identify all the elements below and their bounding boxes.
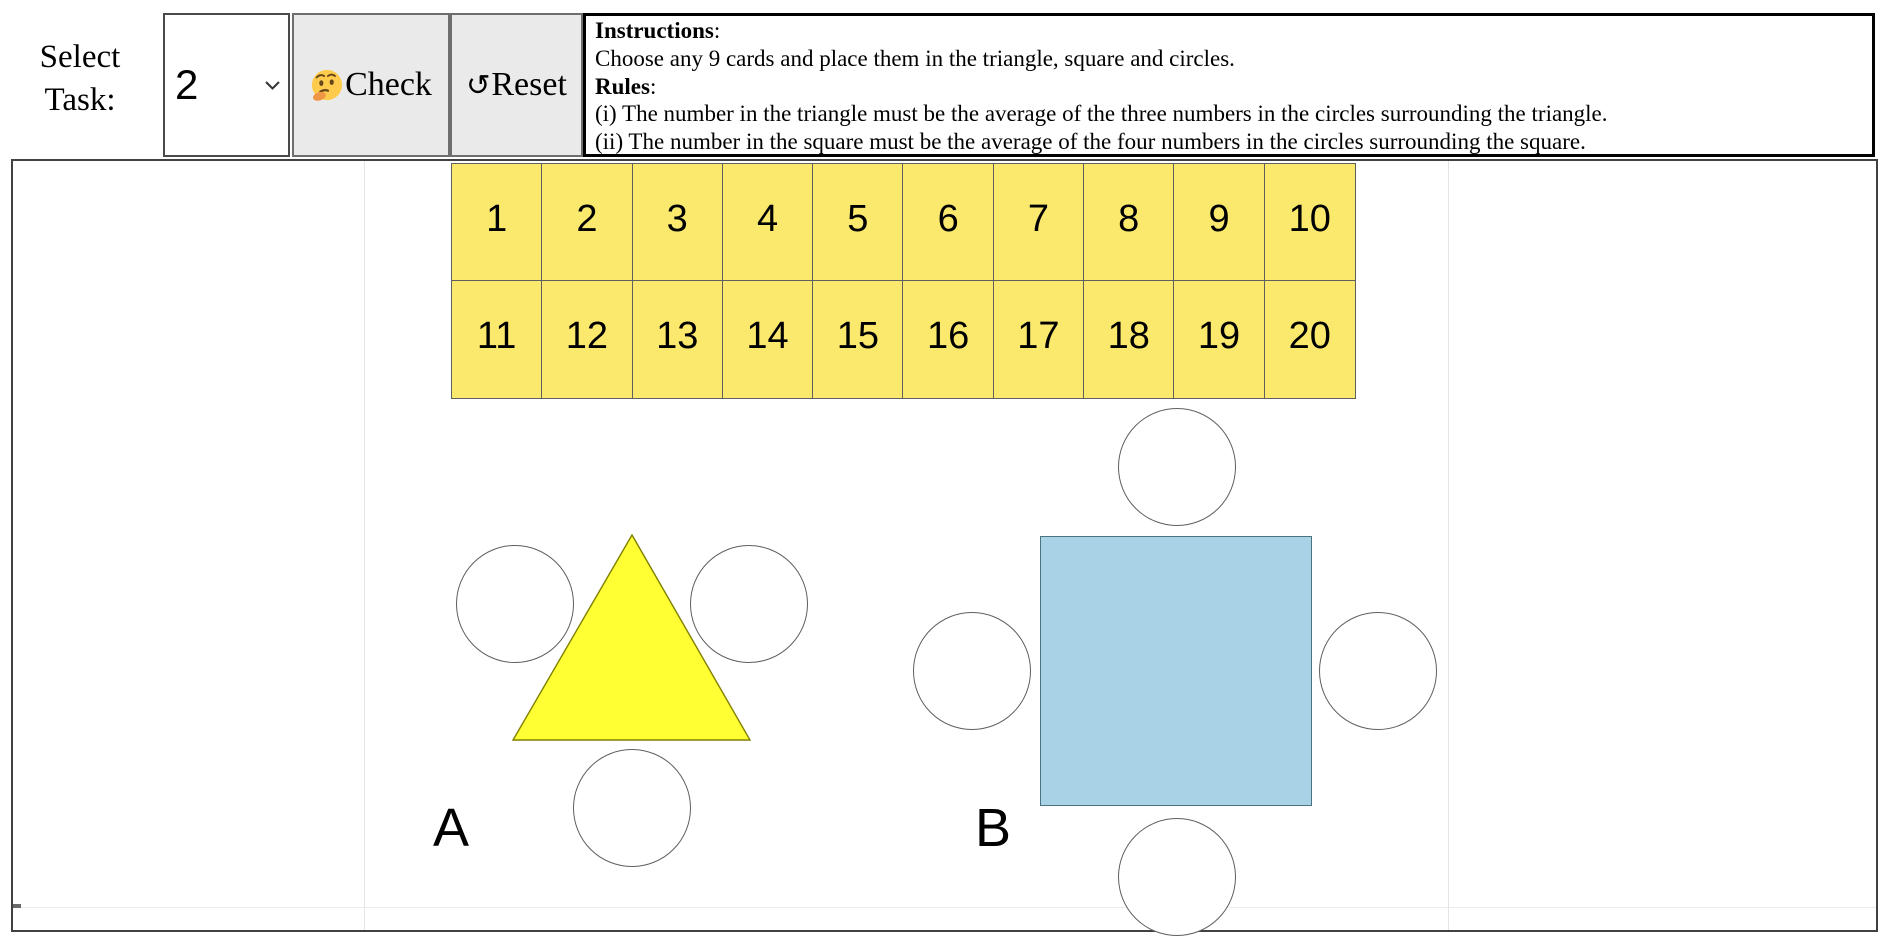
- reset-button[interactable]: ↺ Reset: [450, 13, 583, 157]
- card-16[interactable]: 16: [903, 281, 994, 398]
- square-circle-left[interactable]: [913, 612, 1031, 730]
- card-12[interactable]: 12: [542, 281, 633, 398]
- card-2[interactable]: 2: [542, 164, 633, 281]
- card-10[interactable]: 10: [1264, 164, 1355, 281]
- square-shape[interactable]: [1040, 536, 1312, 806]
- triangle-circle-bottom[interactable]: [573, 749, 691, 867]
- card-6[interactable]: 6: [903, 164, 994, 281]
- task-select-value: 2: [175, 61, 199, 108]
- rule-ii: (ii) The number in the square must be th…: [595, 129, 1586, 155]
- triangle-circle-left[interactable]: [456, 545, 574, 663]
- board-grid-tick: [13, 904, 21, 908]
- square-circle-right[interactable]: [1319, 612, 1437, 730]
- card-3[interactable]: 3: [632, 164, 723, 281]
- rules-title: Rules:: [595, 73, 657, 99]
- card-18[interactable]: 18: [1084, 281, 1175, 398]
- card-17[interactable]: 17: [993, 281, 1085, 398]
- card-1[interactable]: 1: [452, 164, 543, 281]
- card-15[interactable]: 15: [813, 281, 904, 398]
- board-grid-hline: [13, 907, 1876, 908]
- triangle-circle-right[interactable]: [690, 545, 808, 663]
- reset-icon: ↺: [466, 68, 491, 102]
- card-19[interactable]: 19: [1174, 281, 1265, 398]
- card-11[interactable]: 11: [452, 281, 543, 398]
- check-button[interactable]: Check: [292, 13, 450, 157]
- select-task-label: Select Task:: [39, 39, 121, 118]
- card-7[interactable]: 7: [993, 164, 1085, 281]
- square-label: B: [974, 798, 1012, 858]
- instructions-title: Instructions:: [595, 18, 721, 43]
- card-4[interactable]: 4: [722, 164, 814, 281]
- task-select[interactable]: 2: [163, 13, 290, 157]
- instructions-intro: Choose any 9 cards and place them in the…: [595, 45, 1235, 71]
- triangle-label: A: [432, 798, 470, 858]
- rule-i: (i) The number in the triangle must be t…: [595, 101, 1608, 127]
- chevron-down-icon: [264, 80, 281, 91]
- thinking-face-icon: [311, 69, 343, 101]
- check-button-label: Check: [345, 66, 432, 103]
- card-9[interactable]: 9: [1174, 164, 1265, 281]
- card-8[interactable]: 8: [1084, 164, 1175, 281]
- card-5[interactable]: 5: [813, 164, 904, 281]
- triangle-shape[interactable]: [511, 531, 755, 743]
- card-20[interactable]: 20: [1264, 281, 1355, 398]
- square-circle-top[interactable]: [1118, 408, 1236, 526]
- reset-button-label: Reset: [491, 66, 567, 103]
- board-grid-vline-left: [364, 161, 365, 930]
- instructions-panel: Instructions: Choose any 9 cards and pla…: [583, 13, 1875, 157]
- card-14[interactable]: 14: [722, 281, 814, 398]
- board-grid-vline-right: [1448, 161, 1449, 930]
- square-circle-bottom[interactable]: [1118, 818, 1236, 936]
- card-13[interactable]: 13: [632, 281, 723, 398]
